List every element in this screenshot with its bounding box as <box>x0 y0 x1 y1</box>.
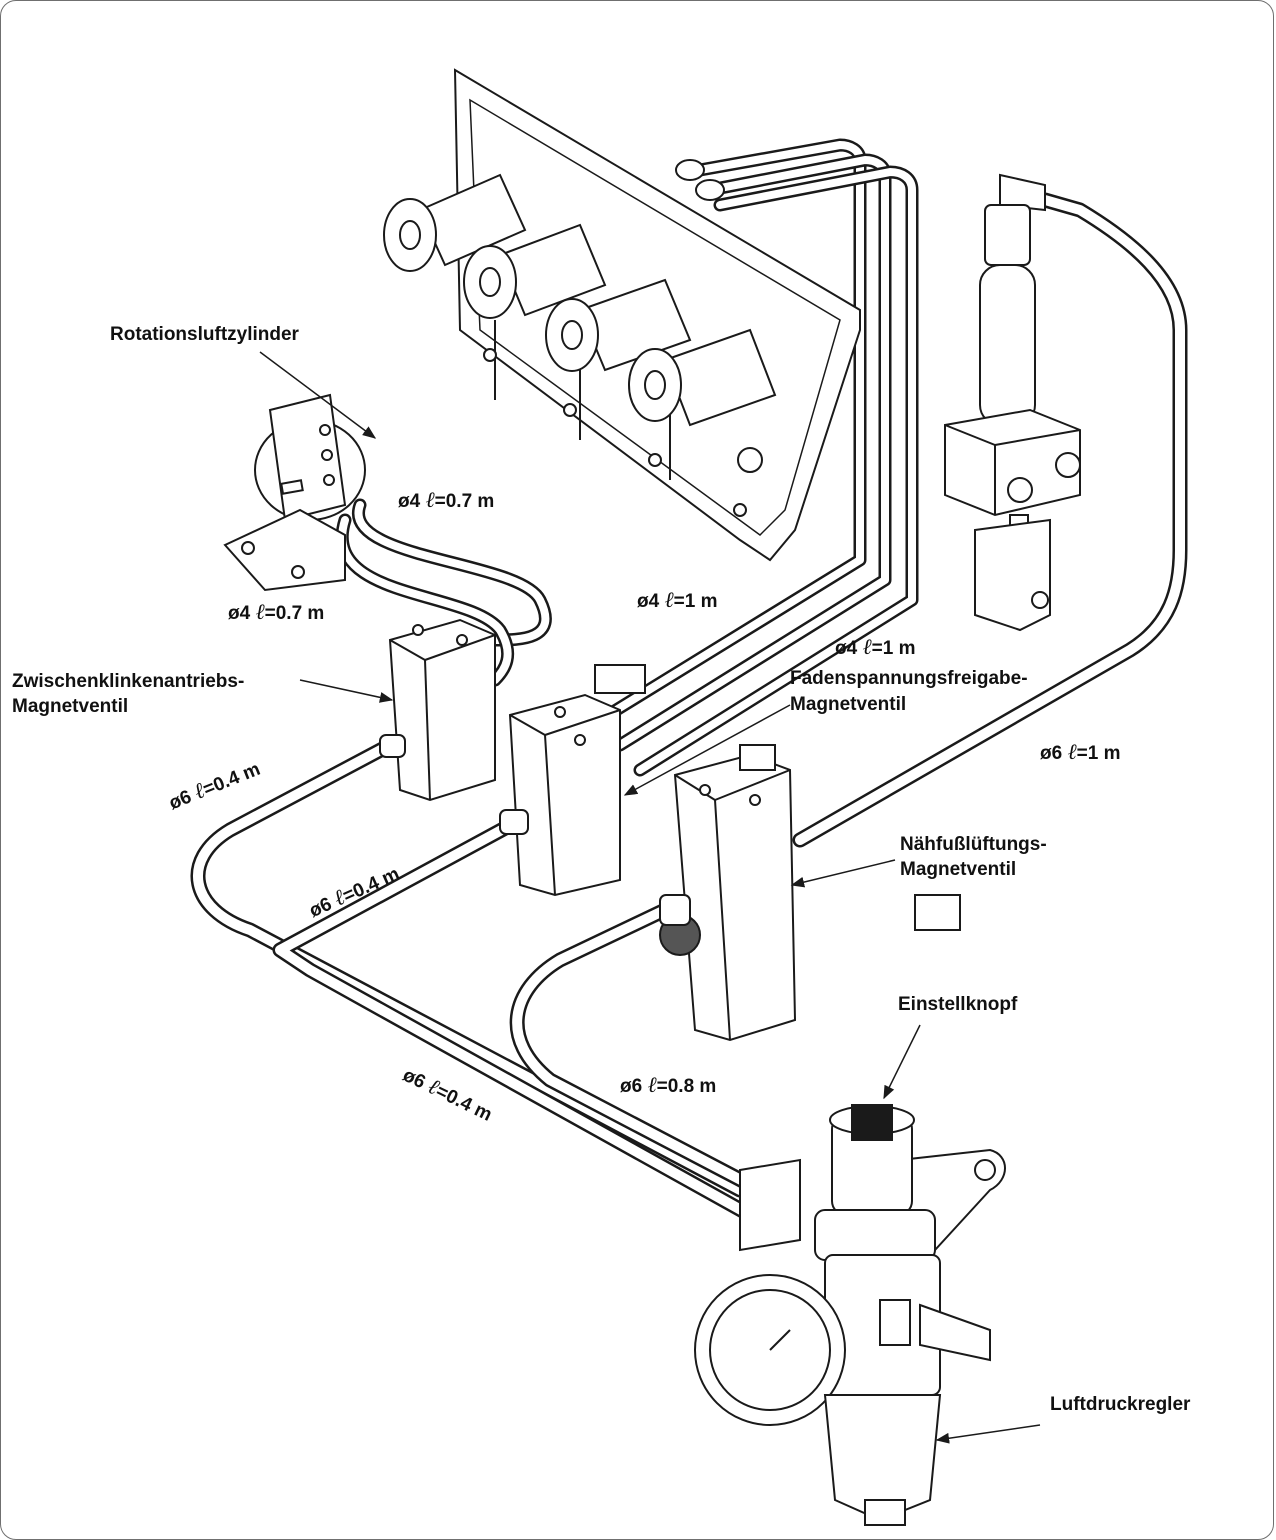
tube-length: =0.7 m <box>264 603 325 624</box>
thread-tension-plate <box>383 68 861 562</box>
tube-diameter: ø4 <box>398 491 421 512</box>
length-symbol: ℓ <box>255 599 265 624</box>
tube-length: =1 m <box>871 638 916 659</box>
tube-length: =0.7 m <box>434 491 495 512</box>
air-regulator <box>694 1104 1006 1526</box>
rotary-air-cylinder <box>223 393 366 592</box>
label-presser-lift-line2: Magnetventil <box>900 859 1017 880</box>
tube-length: =0.8 m <box>656 1076 717 1097</box>
tube-diameter: ø4 <box>637 591 660 612</box>
length-symbol: ℓ <box>664 587 674 612</box>
leader-intermediate <box>299 679 394 703</box>
tube-length: =1 m <box>673 591 718 612</box>
length-symbol: ℓ <box>862 634 872 659</box>
label-thread-release-line1: Fadenspannungsfreigabe- <box>790 668 1028 689</box>
tube-spec-o6-1m: ø6 ℓ=1 m <box>1040 740 1120 765</box>
tension-knob-1 <box>383 173 527 272</box>
tube-spec-o4-1m-a: ø4 ℓ=1 m <box>637 588 717 613</box>
label-rotary-cylinder: Rotationsluftzylinder <box>110 324 299 345</box>
leader-rotary <box>259 351 377 439</box>
tube-spec-o6-0.8m: ø6 ℓ=0.8 m <box>620 1073 716 1098</box>
leader-knob <box>883 1024 921 1100</box>
leader-lines <box>259 351 1041 1444</box>
tension-knob-3 <box>545 278 692 372</box>
tube-spec-o4-1m-b: ø4 ℓ=1 m <box>835 635 915 660</box>
label-intermediate-valve-line2: Magnetventil <box>12 696 129 717</box>
tube-diameter: ø6 <box>620 1076 643 1097</box>
tube-spec-o4-0.7m-lower: ø4 ℓ=0.7 m <box>228 600 324 625</box>
tube-spec-o4-0.7m-upper: ø4 ℓ=0.7 m <box>398 488 494 513</box>
tube-network <box>190 138 1188 1223</box>
presser-lift-solenoid <box>659 744 961 1042</box>
intermediate-presser-solenoid <box>379 618 496 802</box>
tube-o4-rotary-1 <box>352 498 552 647</box>
label-thread-release-line2: Magnetventil <box>790 694 907 715</box>
air-cylinder <box>944 173 1081 632</box>
label-intermediate-valve-line1: Zwischenklinkenantriebs- <box>12 671 245 692</box>
tube-length: =1 m <box>1076 743 1121 764</box>
leader-presser <box>790 859 896 888</box>
tension-knob-2 <box>463 223 607 319</box>
leader-thread-release <box>623 704 791 796</box>
tube-diameter: ø4 <box>228 603 251 624</box>
label-presser-lift-line1: Nähfußlüftungs- <box>900 834 1047 855</box>
length-symbol: ℓ <box>647 1072 657 1097</box>
tube-diameter: ø4 <box>835 638 858 659</box>
thread-release-solenoid <box>499 664 646 897</box>
label-knob: Einstellknopf <box>898 994 1018 1015</box>
length-symbol: ℓ <box>425 487 435 512</box>
leader-regulator <box>935 1424 1041 1444</box>
tube-o6-main-1 <box>190 737 748 1198</box>
length-symbol: ℓ <box>1067 739 1077 764</box>
tension-knob-4 <box>628 328 777 427</box>
label-regulator: Luftdruckregler <box>1050 1394 1191 1415</box>
tube-diameter: ø6 <box>1040 743 1063 764</box>
